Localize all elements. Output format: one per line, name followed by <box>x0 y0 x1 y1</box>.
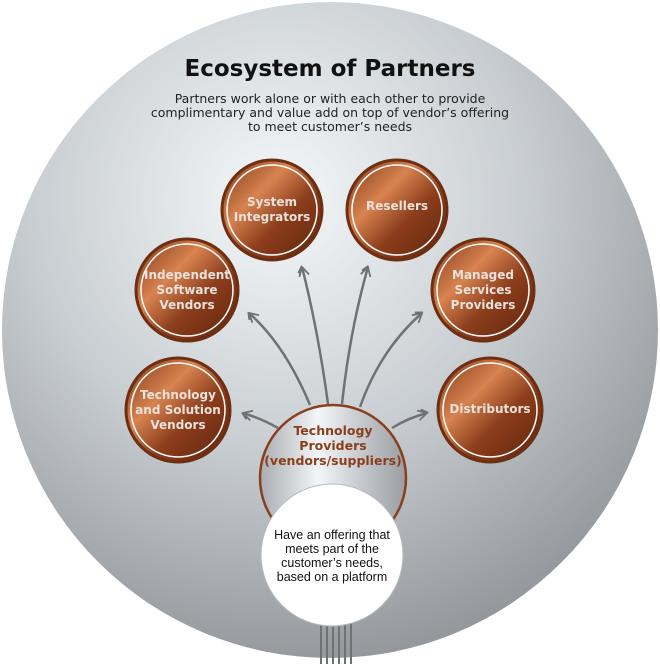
node-system-integrators <box>220 158 324 262</box>
label-distributors: Distributors <box>449 401 531 416</box>
node-tsv <box>124 356 232 464</box>
arrow-distributors <box>391 408 429 430</box>
node-isv <box>134 237 240 343</box>
arrow-tsv <box>241 409 279 430</box>
platform-lines <box>320 620 352 664</box>
arrow-isv <box>247 311 312 406</box>
offering-description: Have an offering that meets part of the … <box>274 528 390 584</box>
offering-circle <box>260 483 404 627</box>
page-title: Ecosystem of Partners <box>184 56 476 82</box>
node-distributors <box>436 356 544 464</box>
label-isv: Independent Software Vendors <box>143 267 230 312</box>
label-tsv: Technology and Solution Vendors <box>135 387 221 432</box>
node-msp <box>430 237 536 343</box>
arrow-resellers <box>340 265 372 405</box>
label-resellers: Resellers <box>365 198 429 213</box>
arrow-si <box>297 265 330 405</box>
label-system-integrators: System Integrators <box>233 195 311 224</box>
arrow-msp <box>358 311 424 408</box>
page-subtitle: Partners work alone or with each other t… <box>150 91 510 134</box>
label-msp: Managed Services Providers <box>450 267 516 312</box>
node-resellers <box>345 158 449 262</box>
technology-providers-label: Technology Providers (vendors/suppliers) <box>264 423 402 468</box>
